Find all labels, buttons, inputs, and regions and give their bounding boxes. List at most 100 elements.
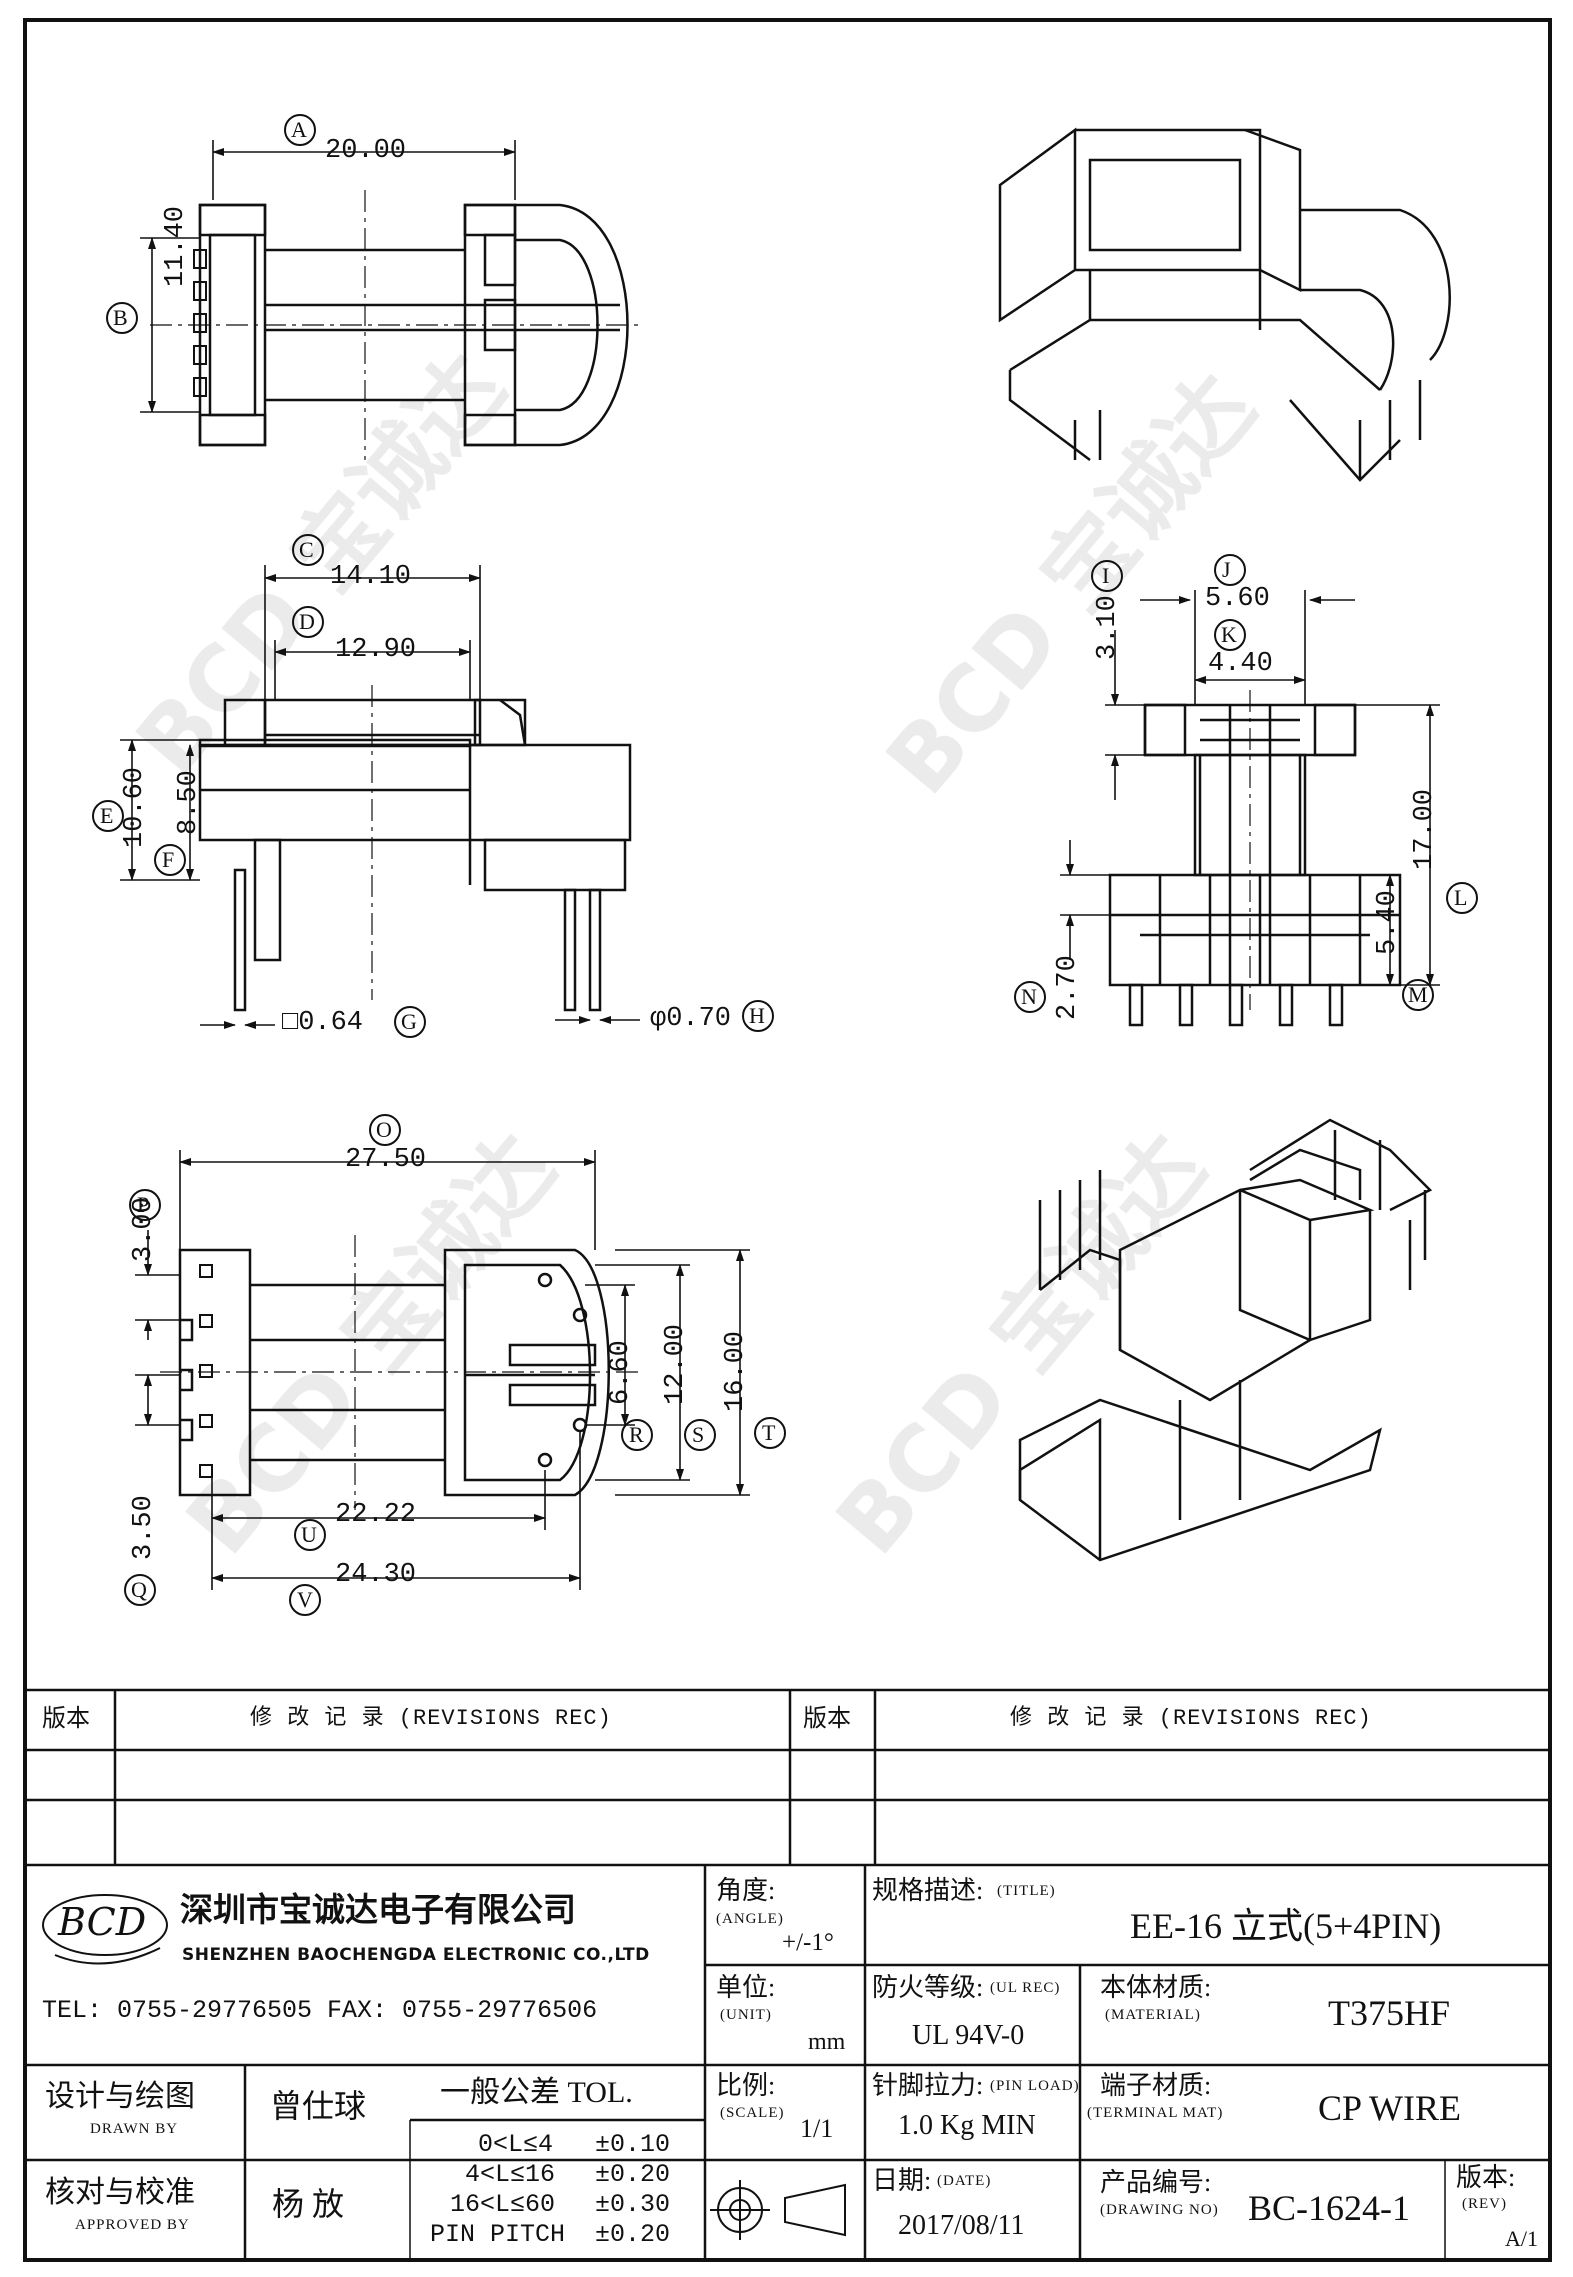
- terminal-value: CP WIRE: [1318, 2088, 1462, 2128]
- rev-version-header-right: 版本: [803, 1706, 851, 1732]
- dim-o-value: 27.50: [345, 1145, 427, 1175]
- dim-t-value: 16.00: [721, 1330, 751, 1412]
- date-label: 日期:: [872, 2166, 932, 2195]
- isometric-view-bottom: [1018, 1118, 1433, 1562]
- drawn-by-value: 曾仕球: [270, 2088, 367, 2124]
- rev-value: A/1: [1505, 2226, 1538, 2251]
- tolerance-label: 一般公差 TOL.: [440, 2076, 633, 2109]
- dim-r-letter: R: [629, 1422, 644, 1447]
- dim-e-value: 10.60: [120, 766, 150, 848]
- dim-c-letter: C: [299, 537, 314, 562]
- approved-by-value: 杨 放: [272, 2186, 345, 2222]
- tolerance-range-3: 16<L≤60: [450, 2190, 556, 2219]
- dim-s-letter: S: [692, 1422, 705, 1447]
- ul-value: UL 94V-0: [912, 2020, 1025, 2051]
- dim-v-value: 24.30: [335, 1560, 417, 1590]
- ul-label: 防火等级:: [872, 1973, 984, 2002]
- approved-by-label: 核对与校准: [45, 2176, 195, 2209]
- rev-label-en: (REV): [1462, 2196, 1507, 2212]
- dim-k-value: 4.40: [1208, 649, 1273, 679]
- unit-value: mm: [808, 2029, 846, 2055]
- dim-a-value: 20.00: [325, 136, 407, 166]
- drawing-no-label: 产品编号:: [1100, 2168, 1212, 2197]
- dim-b-value: 11.40: [161, 205, 191, 287]
- dim-c-value: 14.10: [330, 562, 412, 592]
- terminal-label: 端子材质:: [1100, 2071, 1212, 2100]
- tolerance-range-4: PIN PITCH: [430, 2220, 566, 2249]
- rev-record-header-left: 修 改 记 录 (REVISIONS REC): [250, 1706, 612, 1731]
- material-label: 本体材质:: [1100, 1973, 1212, 2002]
- pin-load-value: 1.0 Kg MIN: [898, 2110, 1036, 2141]
- dim-j-letter: J: [1222, 557, 1231, 582]
- date-value: 2017/08/11: [898, 2210, 1025, 2241]
- angle-label-en: (ANGLE): [716, 1911, 784, 1927]
- drawn-by-label-en: DRAWN BY: [90, 2121, 179, 2137]
- company-logo: [42, 1894, 168, 1965]
- bottom-view: [178, 1248, 610, 1497]
- company-name-cn: 深圳市宝诚达电子有限公司: [180, 1890, 576, 1929]
- dim-d-value: 12.90: [335, 635, 417, 665]
- sheet-border: [23, 18, 1552, 2262]
- scale-label-en: (SCALE): [720, 2105, 785, 2121]
- company-contact: TEL: 0755-29776505 FAX: 0755-29776506: [42, 1996, 598, 2025]
- tolerance-range-1: 0<L≤4: [478, 2130, 554, 2159]
- product-title: EE-16 立式(5+4PIN): [1130, 1906, 1442, 1946]
- dim-q-value: 3.50: [129, 1495, 159, 1560]
- title-label: 规格描述:: [872, 1876, 984, 1905]
- dim-h-letter: H: [749, 1003, 765, 1028]
- tolerance-value-4: ±0.20: [595, 2220, 671, 2249]
- drawing-no-label-en: (DRAWING NO): [1100, 2202, 1219, 2218]
- dim-a-letter: A: [291, 117, 307, 142]
- dim-v-letter: V: [297, 1587, 313, 1612]
- dim-i-letter: I: [1102, 563, 1110, 588]
- angle-label: 角度:: [716, 1876, 776, 1905]
- approved-by-label-en: APPROVED BY: [75, 2217, 190, 2233]
- company-name-en: SHENZHEN BAOCHENGDA ELECTRONIC CO.,LTD: [182, 1945, 650, 1965]
- front-view: [198, 698, 632, 1012]
- dim-f-letter: F: [162, 847, 175, 872]
- rev-version-header-left: 版本: [42, 1706, 90, 1732]
- dim-m-letter: M: [1408, 982, 1428, 1007]
- angle-value: +/-1°: [782, 1929, 834, 1956]
- dim-e-letter: E: [100, 803, 114, 828]
- tolerance-range-2: 4<L≤16: [465, 2160, 556, 2189]
- dim-m-value: 5.40: [1373, 890, 1403, 955]
- terminal-label-en: (TERMINAL MAT): [1087, 2105, 1224, 2121]
- drawing-number: BC-1624-1: [1248, 2188, 1410, 2228]
- isometric-view-top: [998, 127, 1451, 482]
- tolerance-value-1: ±0.10: [595, 2130, 671, 2159]
- dim-l-value: 17.00: [1410, 788, 1440, 870]
- dim-j-value: 5.60: [1205, 584, 1270, 614]
- dim-o-letter: O: [376, 1117, 392, 1142]
- watermark: BCD 宝诚达 BCD 宝诚达 BCD 宝诚达 BCD 宝诚达: [116, 335, 1275, 1574]
- ul-label-en: (UL REC): [990, 1980, 1061, 1996]
- unit-label-en: (UNIT): [720, 2007, 772, 2023]
- dim-r-value: 6.60: [606, 1340, 636, 1405]
- material-label-en: (MATERIAL): [1105, 2007, 1201, 2023]
- pin-load-label: 针脚拉力:: [872, 2071, 984, 2100]
- dim-n-letter: N: [1021, 984, 1037, 1009]
- dim-b-letter: B: [113, 305, 128, 330]
- dim-h-value: φ0.70: [650, 1004, 732, 1034]
- tolerance-value-3: ±0.30: [595, 2190, 671, 2219]
- dim-g-value: □0.64: [282, 1008, 364, 1038]
- unit-label: 单位:: [716, 1973, 776, 2002]
- title-label-en: (TITLE): [997, 1883, 1056, 1899]
- scale-label: 比例:: [716, 2071, 776, 2100]
- dim-u-letter: U: [301, 1522, 317, 1547]
- rev-label: 版本:: [1456, 2163, 1516, 2192]
- dim-u-value: 22.22: [335, 1500, 417, 1530]
- side-view: [1108, 703, 1402, 1027]
- dim-s-value: 12.00: [661, 1323, 691, 1405]
- dim-i-value: 3.10: [1093, 595, 1123, 660]
- date-label-en: (DATE): [937, 2173, 992, 2189]
- dim-p-letter: P: [137, 1192, 150, 1217]
- svg-text:BCD 宝诚达: BCD 宝诚达: [816, 1115, 1225, 1574]
- material-value: T375HF: [1328, 1993, 1451, 2033]
- tolerance-value-2: ±0.20: [595, 2160, 671, 2189]
- projection-symbol: [710, 2180, 846, 2240]
- rev-record-header-right: 修 改 记 录 (REVISIONS REC): [1010, 1706, 1372, 1731]
- dim-k-letter: K: [1221, 622, 1237, 647]
- dim-q-letter: Q: [131, 1577, 147, 1602]
- drawn-by-label: 设计与绘图: [45, 2080, 195, 2113]
